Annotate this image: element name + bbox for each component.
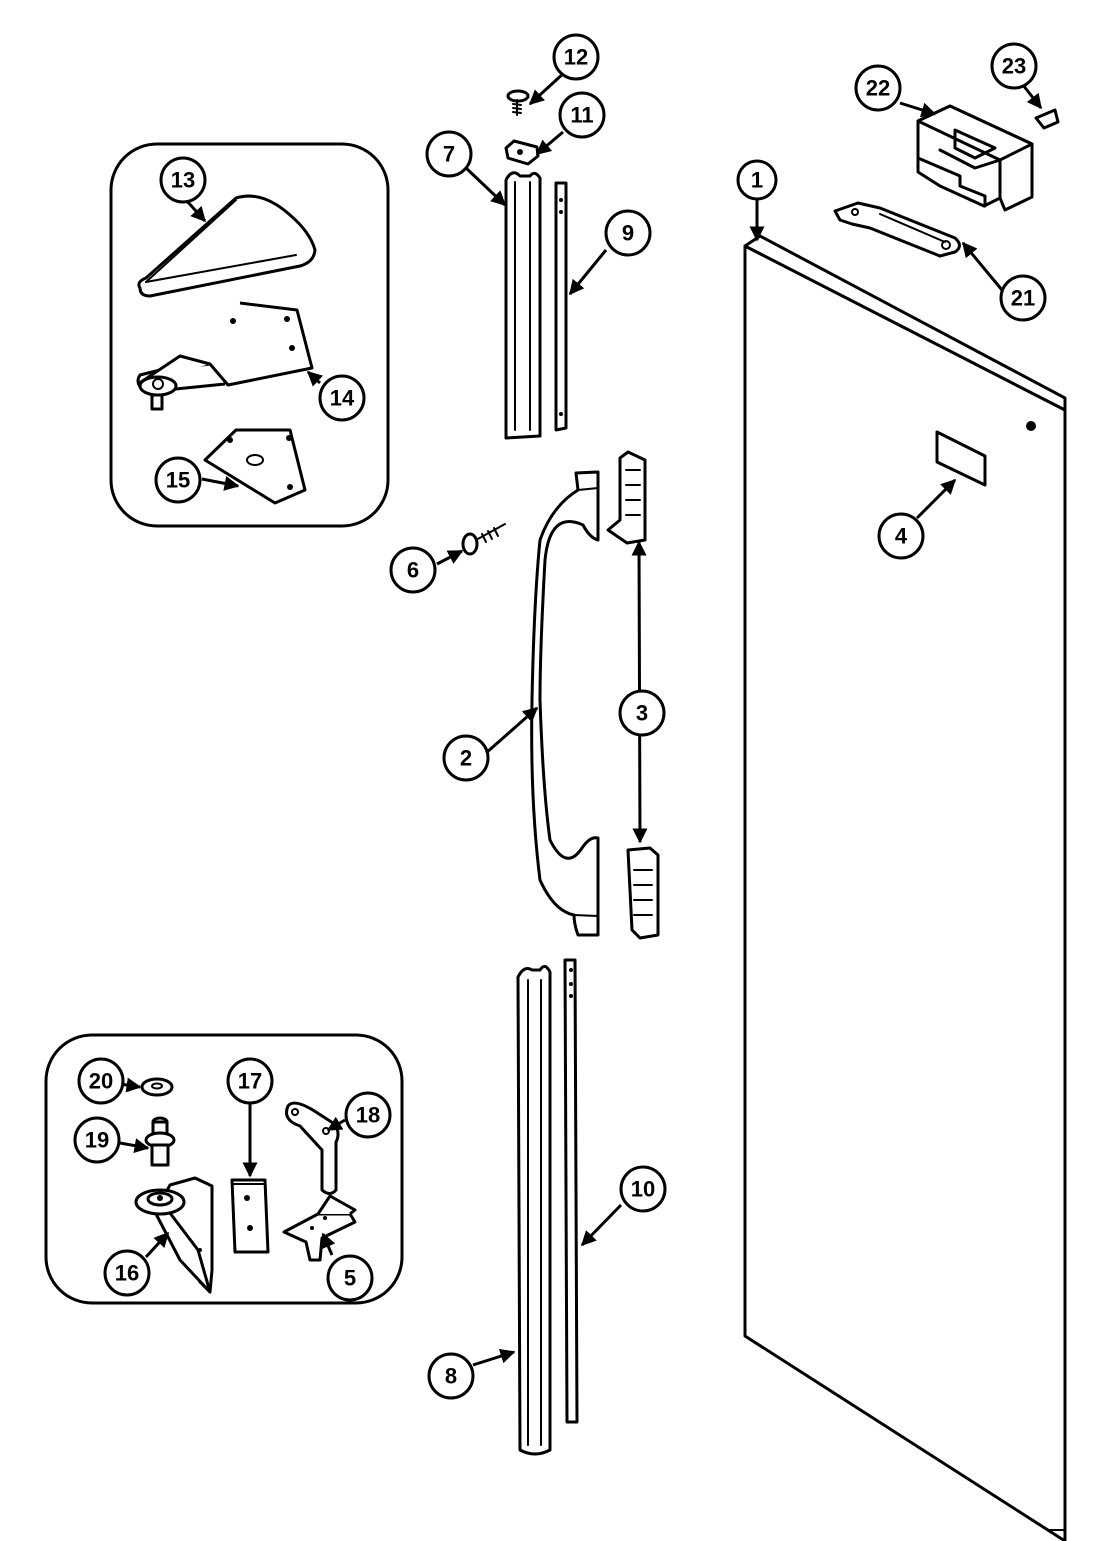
callout-6: 6 [389, 546, 437, 594]
callout-13: 13 [159, 156, 207, 204]
hinge-bracket-part [285, 1101, 340, 1195]
svg-text:17: 17 [238, 1069, 262, 1094]
callout-12: 12 [552, 33, 600, 81]
callout-11: 11 [558, 91, 606, 139]
svg-text:21: 21 [1011, 286, 1035, 311]
svg-text:11: 11 [570, 103, 593, 128]
svg-text:7: 7 [443, 142, 455, 167]
upper-trim-rail-part [554, 181, 568, 432]
callout-1: 1 [736, 159, 778, 201]
inset-box-upper-hinge [109, 142, 390, 528]
angle-bracket-part [282, 1194, 357, 1262]
callout-5: 5 [326, 1254, 374, 1302]
door-label-part [935, 430, 987, 487]
lower-trim-strip-part [516, 965, 552, 1456]
hinge-cover-part [137, 194, 317, 298]
svg-text:12: 12 [564, 45, 588, 70]
screw-top-part [506, 89, 530, 116]
svg-text:5: 5 [344, 1266, 356, 1291]
callout-15: 15 [154, 456, 202, 504]
svg-text:3: 3 [636, 701, 648, 726]
callout-8: 8 [427, 1352, 475, 1400]
callout-22: 22 [854, 64, 902, 112]
callout-14: 14 [318, 374, 366, 422]
svg-text:20: 20 [89, 1069, 113, 1094]
callout-20: 20 [77, 1057, 125, 1105]
handle-part [530, 470, 600, 937]
svg-text:13: 13 [171, 168, 195, 193]
handle-end-cap-upper-part [606, 450, 647, 545]
svg-text:19: 19 [85, 1128, 109, 1153]
leader-lines [119, 70, 1043, 1367]
callout-10: 10 [619, 1165, 667, 1213]
handle-end-cap-lower-part [626, 846, 660, 940]
svg-text:6: 6 [407, 558, 419, 583]
callout-4: 4 [877, 512, 925, 560]
callout-19: 19 [73, 1116, 121, 1164]
lower-trim-rail-part [563, 958, 579, 1424]
svg-text:22: 22 [866, 76, 890, 101]
clip-part [1034, 108, 1060, 130]
callout-21: 21 [999, 274, 1047, 322]
door-panel-part [743, 234, 1067, 1541]
svg-text:10: 10 [631, 1177, 655, 1202]
block-part [916, 104, 1034, 212]
spacer-plate-part [230, 1178, 270, 1254]
handle-screw-part [461, 523, 506, 556]
svg-text:2: 2 [460, 746, 472, 771]
callout-7: 7 [425, 130, 473, 178]
end-cap-part [504, 139, 540, 166]
bracket-part [833, 201, 961, 258]
callout-18: 18 [344, 1091, 392, 1139]
svg-text:18: 18 [356, 1103, 380, 1128]
callout-23: 23 [990, 42, 1038, 90]
callout-16: 16 [103, 1249, 151, 1297]
svg-text:15: 15 [166, 468, 190, 493]
hinge-shim-part [203, 428, 307, 505]
callout-2: 2 [442, 734, 490, 782]
inset-box-lower-hinge [44, 1033, 404, 1305]
callout-3: 3 [618, 689, 666, 737]
svg-text:4: 4 [895, 524, 908, 549]
svg-text:8: 8 [445, 1364, 457, 1389]
upper-hinge-plate-part [136, 301, 314, 411]
callout-9: 9 [604, 209, 652, 257]
svg-text:23: 23 [1002, 54, 1026, 79]
svg-text:9: 9 [622, 221, 634, 246]
svg-text:1: 1 [751, 168, 763, 193]
washer-part [140, 1077, 174, 1097]
svg-text:16: 16 [115, 1261, 139, 1286]
callout-17: 17 [226, 1057, 274, 1105]
upper-trim-strip-part [504, 171, 542, 440]
svg-text:14: 14 [330, 386, 355, 411]
hinge-pin-part [144, 1116, 176, 1167]
